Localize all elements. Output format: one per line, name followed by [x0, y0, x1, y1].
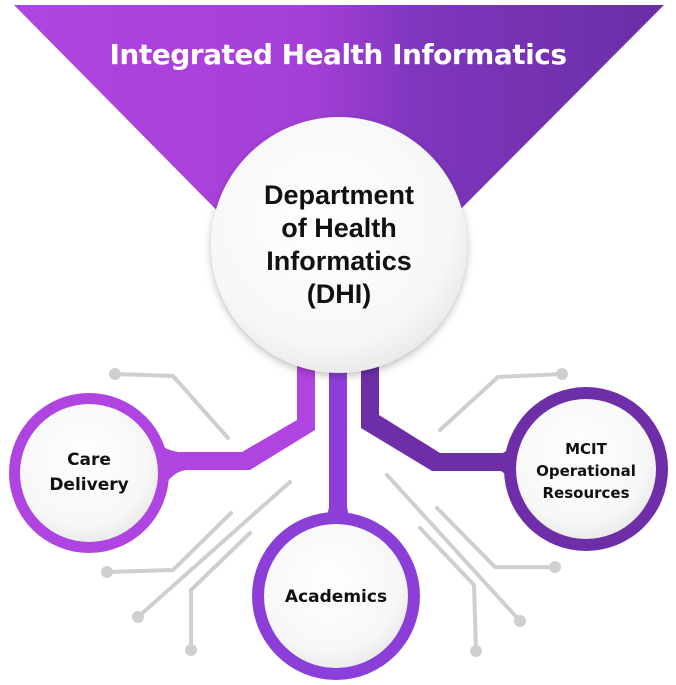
center-label: Department of Health Informatics (DHI): [219, 160, 459, 330]
care-delivery-label: Care Delivery: [29, 443, 149, 503]
mcit-circle: [516, 399, 656, 539]
mcit-label: MCIT Operational Resources: [521, 436, 651, 506]
center-line-4: (DHI): [306, 279, 372, 309]
academics-circle: [264, 524, 408, 668]
mcit-line-1: MCIT: [565, 440, 607, 458]
decorative-circuit-lines: [101, 368, 568, 657]
care-delivery-line-1: Care: [67, 450, 111, 470]
diagram-title: Integrated Health Informatics: [109, 38, 567, 71]
center-circle: [211, 117, 467, 373]
center-line-2: of Health: [281, 213, 397, 243]
connector-care-delivery: [180, 345, 315, 470]
connector-mcit: [361, 345, 510, 471]
academics-line-1: Academics: [284, 586, 388, 607]
mcit-line-2: Operational: [536, 462, 636, 480]
care-delivery-line-2: Delivery: [49, 475, 129, 495]
academics-label: Academics: [266, 582, 406, 612]
center-line-3: Informatics: [266, 246, 412, 276]
care-delivery-circle: [20, 404, 158, 542]
center-line-1: Department: [263, 180, 415, 210]
mcit-line-3: Resources: [542, 484, 630, 502]
